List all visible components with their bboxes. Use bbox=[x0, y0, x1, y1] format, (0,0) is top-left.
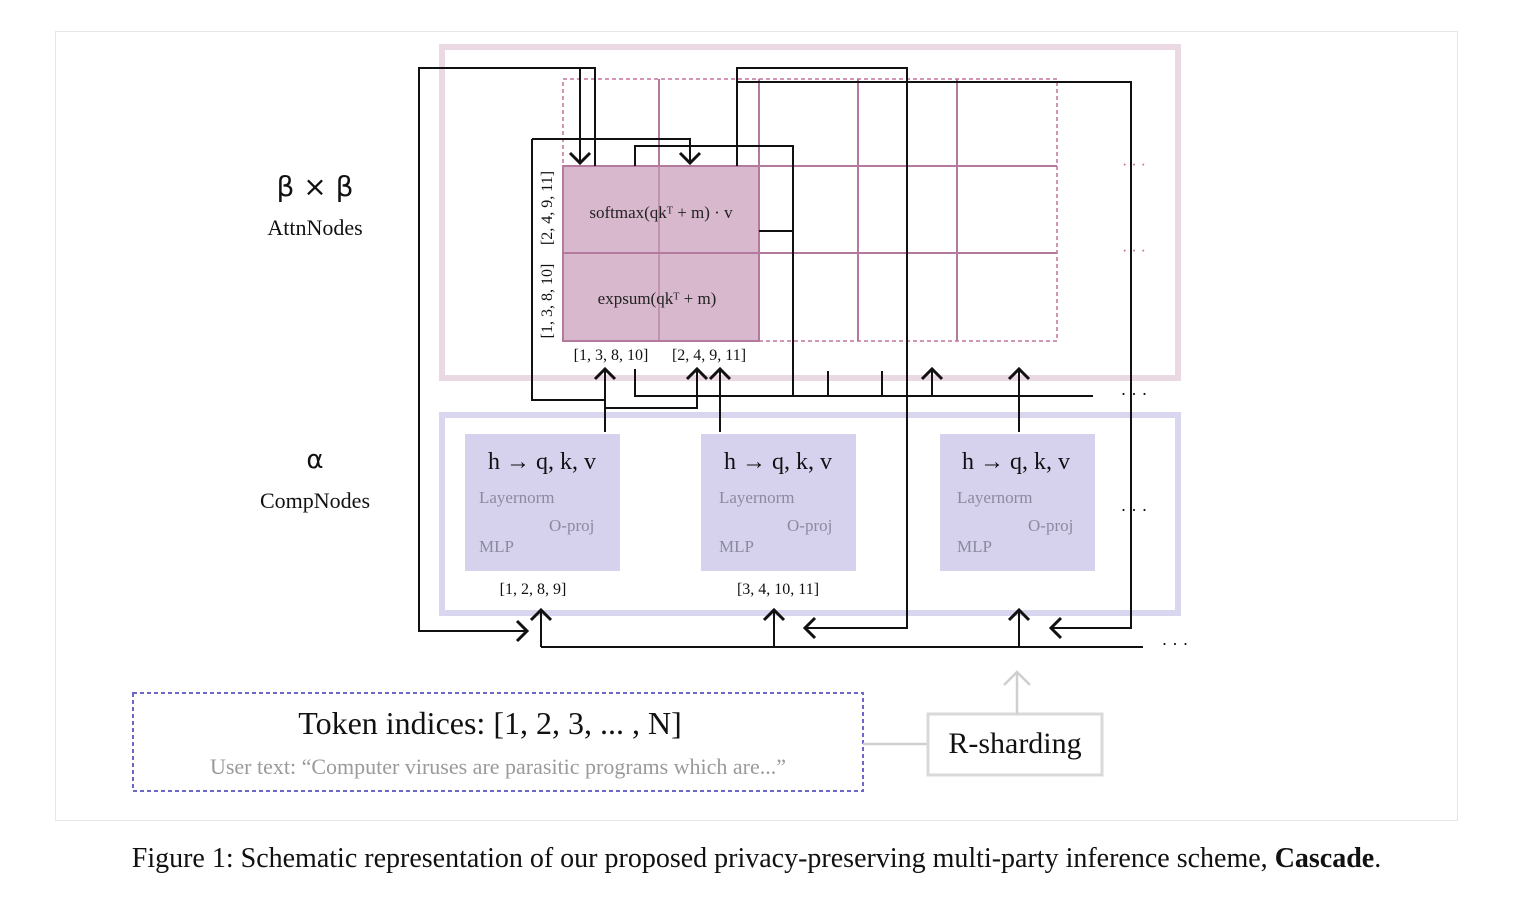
attn-bottom-index-b: [2, 4, 9, 11] bbox=[672, 347, 746, 364]
input-ellipsis: · · · bbox=[1162, 634, 1189, 654]
comp-node-op-mlp: MLP bbox=[719, 537, 754, 556]
attn-expsum-label: expsum(qkᵀ + m) bbox=[598, 289, 717, 308]
comp-nodes-region bbox=[439, 412, 1181, 616]
comp-node-indices: [1, 2, 8, 9] bbox=[500, 581, 567, 598]
r-sharding-arrow bbox=[1003, 670, 1031, 714]
attn-bottom-index-a: [1, 3, 8, 10] bbox=[574, 347, 649, 364]
comp-node-op-mlp: MLP bbox=[957, 537, 992, 556]
comp-count-label: α bbox=[306, 445, 323, 475]
attn-count-label: β × β bbox=[277, 170, 354, 203]
comp-node-op-layernorm: Layernorm bbox=[719, 488, 795, 507]
comp-node-indices: [3, 4, 10, 11] bbox=[737, 581, 819, 598]
figure-caption: Figure 1: Schematic representation of ou… bbox=[0, 843, 1513, 875]
comp-node-2: h → q, k, v Layernorm O-proj MLP [3, 4, … bbox=[701, 434, 856, 598]
attn-nodes-region bbox=[439, 44, 1181, 381]
comp-name-label: CompNodes bbox=[260, 488, 370, 513]
attn-left-index-a: [1, 3, 8, 10] bbox=[539, 264, 556, 339]
attn-softmax-label: softmax(qkᵀ + m) · v bbox=[589, 203, 733, 222]
r-sharding-label: R-sharding bbox=[948, 727, 1081, 760]
comp-node-title: h → q, k, v bbox=[962, 449, 1070, 475]
comp-node-title: h → q, k, v bbox=[488, 449, 596, 475]
attn-row-ellipsis-2: · · · bbox=[1122, 243, 1146, 260]
comp-node-1: h → q, k, v Layernorm O-proj MLP [1, 2, … bbox=[465, 434, 620, 598]
comp-node-op-oproj: O-proj bbox=[1028, 516, 1073, 535]
comp-node-op-layernorm: Layernorm bbox=[479, 488, 555, 507]
user-text: User text: “Computer viruses are parasit… bbox=[210, 754, 786, 779]
figure-frame bbox=[55, 31, 1458, 821]
caption-text: Figure 1: Schematic representation of ou… bbox=[131, 843, 1275, 874]
comp-node-op-oproj: O-proj bbox=[549, 516, 594, 535]
routing-lines bbox=[418, 67, 1143, 648]
token-indices-title: Token indices: [1, 2, 3, ... , N] bbox=[298, 705, 681, 741]
input-box bbox=[132, 692, 864, 792]
attn-name-label: AttnNodes bbox=[267, 215, 362, 240]
caption-suffix: . bbox=[1374, 843, 1382, 874]
comp-node-op-mlp: MLP bbox=[479, 537, 514, 556]
comp-node-op-layernorm: Layernorm bbox=[957, 488, 1033, 507]
caption-bold: Cascade bbox=[1274, 843, 1375, 874]
feedback-ellipsis: · · · bbox=[1121, 384, 1148, 404]
comp-node-3: h → q, k, v Layernorm O-proj MLP bbox=[940, 434, 1095, 571]
comp-node-title: h → q, k, v bbox=[724, 449, 832, 475]
comp-ellipsis: · · · bbox=[1121, 500, 1148, 520]
attn-row-ellipsis-1: · · · bbox=[1122, 157, 1146, 174]
r-sharding-box bbox=[926, 712, 1104, 777]
attn-left-index-b: [2, 4, 9, 11] bbox=[539, 171, 556, 245]
comp-node-op-oproj: O-proj bbox=[787, 516, 832, 535]
